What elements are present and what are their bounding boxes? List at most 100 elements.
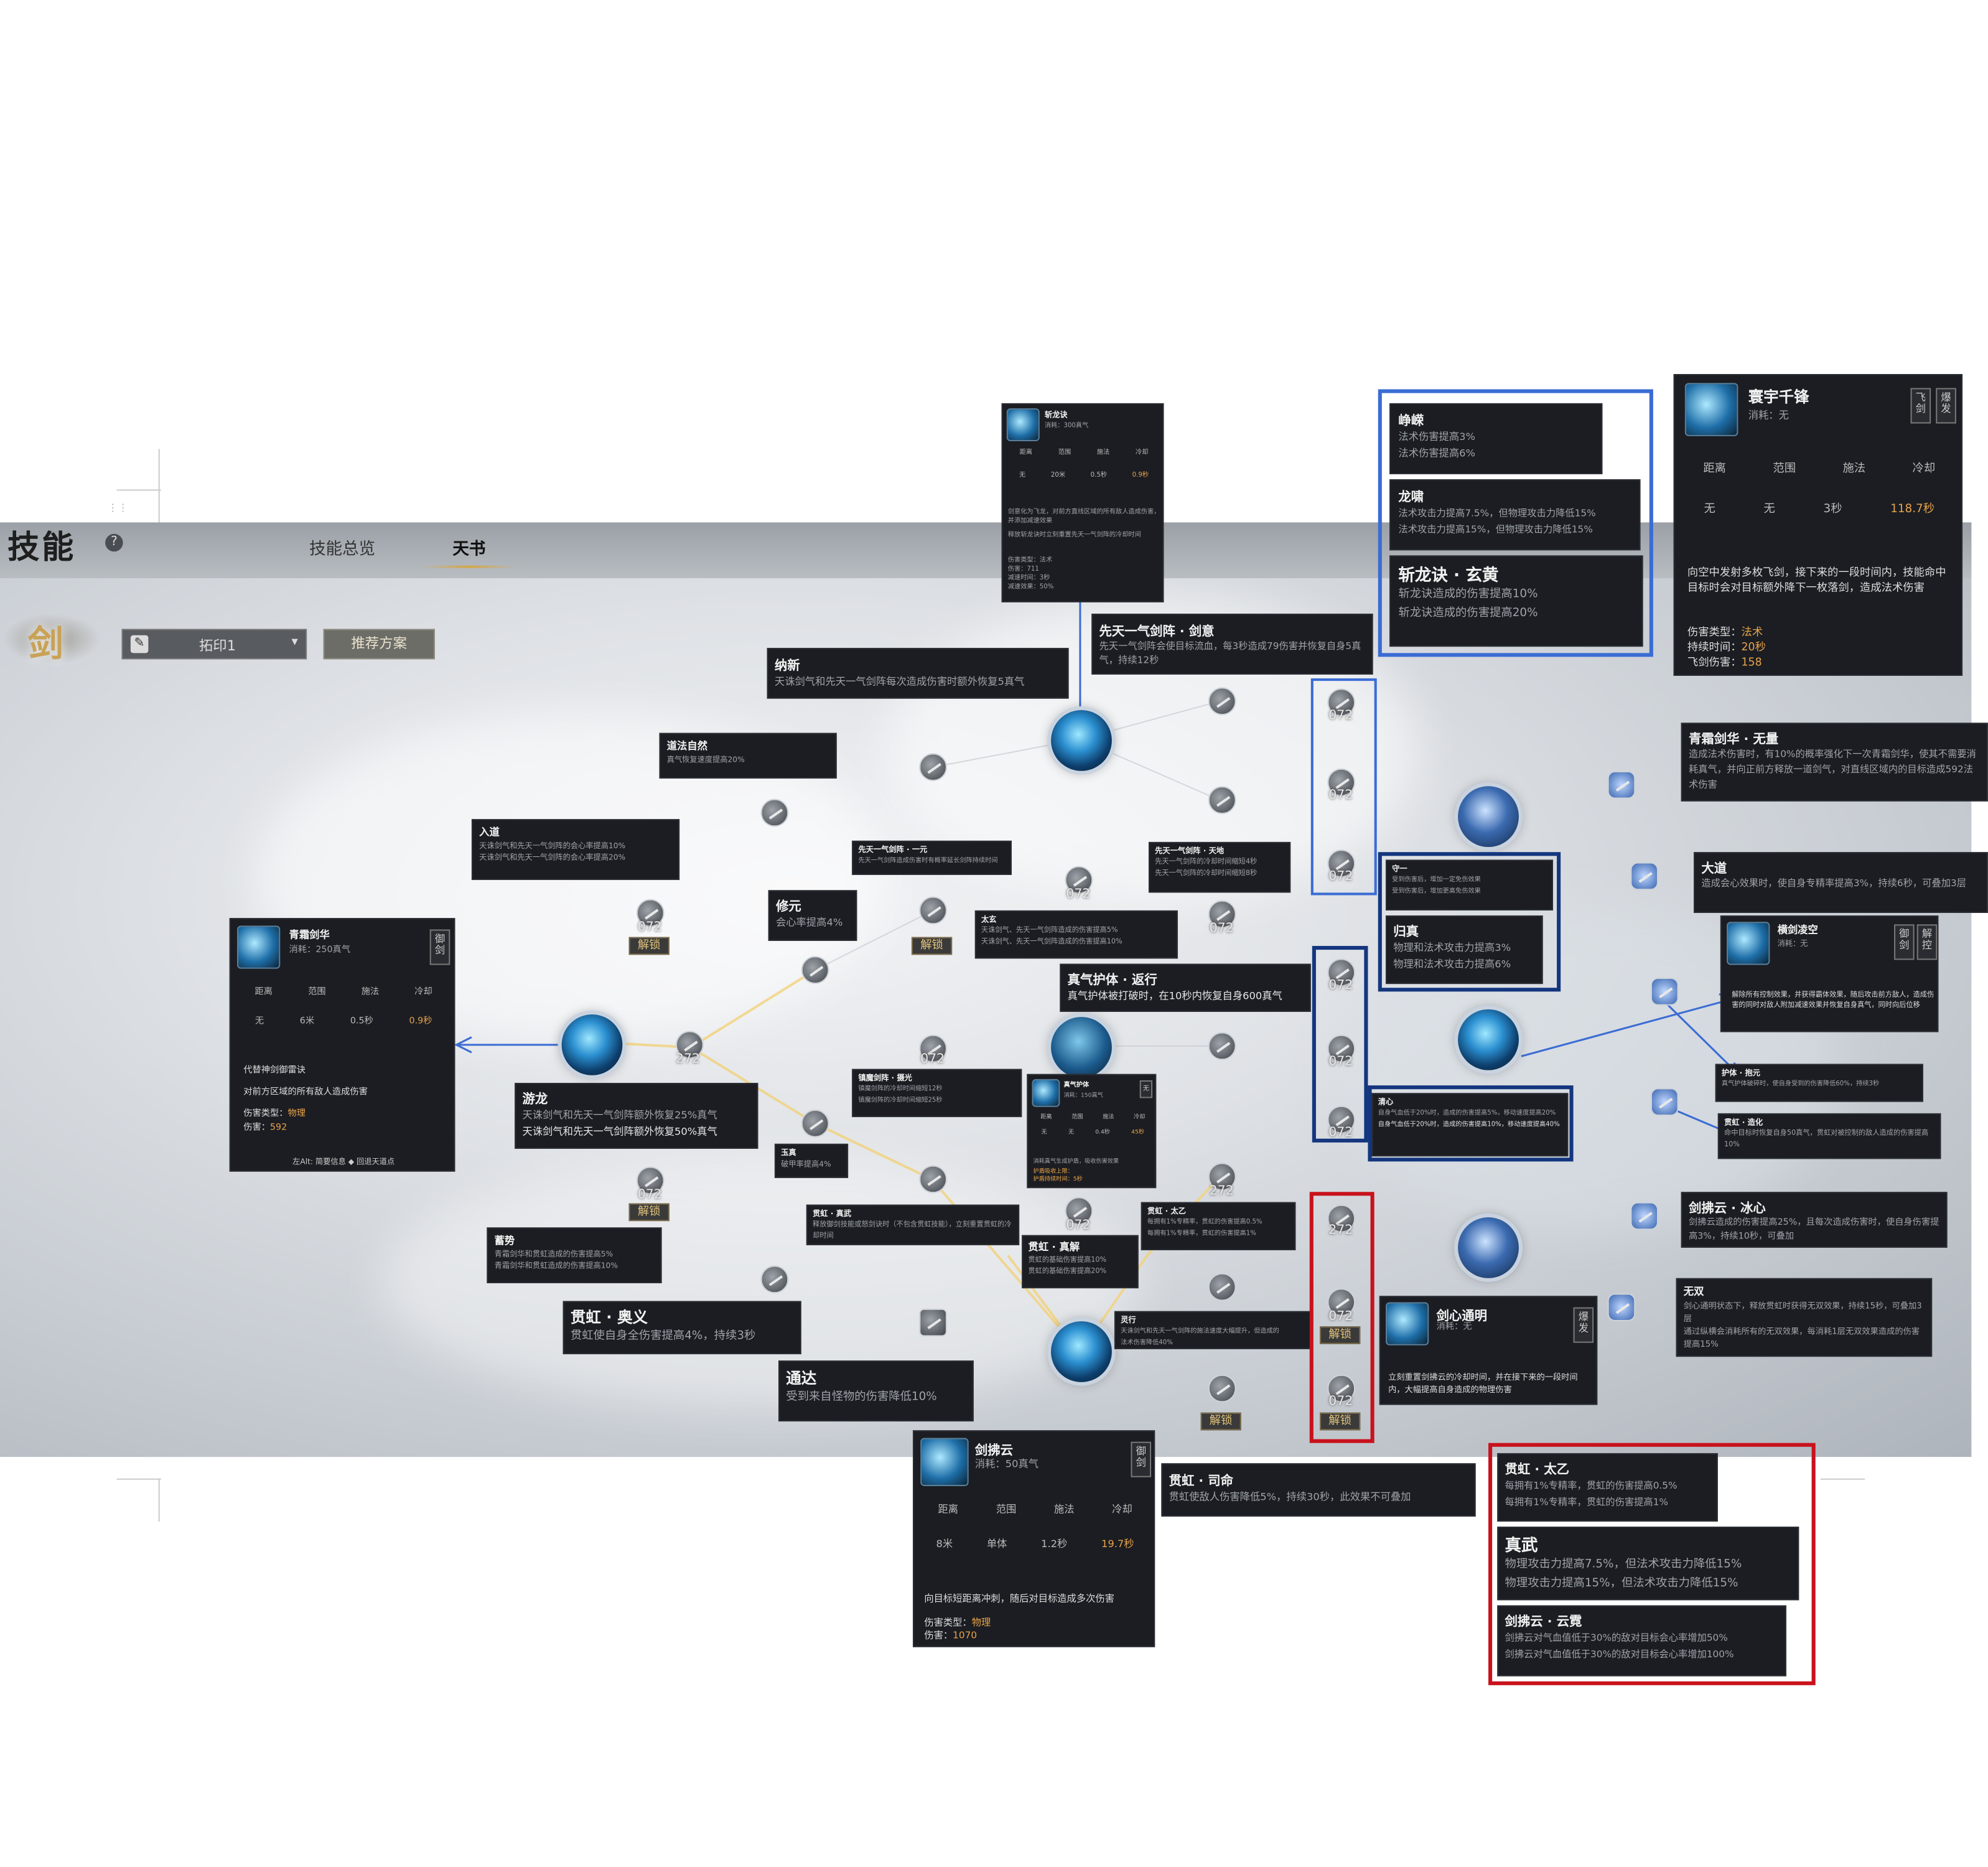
level-label: 072 xyxy=(1066,1219,1091,1233)
talent-node[interactable] xyxy=(636,899,665,927)
talent-node-blue[interactable] xyxy=(1630,1202,1659,1230)
unlock-button[interactable]: 解锁 xyxy=(1320,1326,1361,1344)
level-label: 072 xyxy=(1328,1395,1353,1409)
talent-node-blue[interactable] xyxy=(1607,770,1636,799)
recommend-plan-button[interactable]: 推荐方案 xyxy=(323,629,435,660)
talent-node[interactable] xyxy=(1327,688,1356,717)
school-emblem-bg xyxy=(2,614,102,665)
talent-node-blue[interactable] xyxy=(1650,977,1679,1006)
talent-card-zhenying: 镇魔剑阵 · 摄光 镇魔剑阵的冷却时间缩短12秒 镇魔剑阵的冷却时间缩短25秒 xyxy=(852,1069,1022,1118)
skill-node-huanyu[interactable] xyxy=(1458,786,1519,848)
talent-node[interactable] xyxy=(1208,1163,1236,1191)
highlight-frame-blue xyxy=(1378,389,1653,657)
talent-card-guanhong-taiyi: 贯虹 · 太乙 每拥有1%专精率，贯虹的伤害提高0.5% 每拥有1%专精率，贯虹… xyxy=(1141,1202,1296,1250)
talent-card-yuzhen: 玉真 破甲率提高4% xyxy=(774,1143,849,1178)
skill-node-guanhong[interactable] xyxy=(1051,1321,1112,1382)
talent-card-hujian: 护体 · 抱元 真气护体破碎时，使自身受到的伤害降低60%，持续3秒 xyxy=(1715,1064,1923,1102)
talent-card-guanhong-zhenwu: 贯虹 · 真武 释放御剑技能或怒剑诀时（不包含贯虹技能），立刻重置贯虹的冷却时间 xyxy=(806,1204,1020,1245)
talent-node[interactable] xyxy=(1208,1032,1236,1060)
talent-card-taixuan: 太玄 天诛剑气、先天一气剑阵造成的伤害提高5% 天诛剑气、先天一气剑阵造成的伤害… xyxy=(974,910,1178,959)
talent-card-jianfu-bingxin: 剑拂云 · 冰心 剑拂云造成的伤害提高25%，且每次造成伤害时，使自身伤害提高3… xyxy=(1681,1192,1948,1248)
talent-card-daofa: 道法自然 真气恢复速度提高20% xyxy=(659,732,837,779)
zhanlong-icon xyxy=(1006,408,1040,442)
talent-node[interactable] xyxy=(1327,1374,1356,1403)
talent-node[interactable] xyxy=(675,1031,704,1059)
talent-card-xushi: 蓄势 青霜剑华和贯虹造成的伤害提高5% 青霜剑华和贯虹造成的伤害提高10% xyxy=(487,1227,662,1283)
talent-card-guanhong-siming: 贯虹 · 司命 贯虹使敌人伤害降低5%，持续30秒，此效果不可叠加 xyxy=(1161,1463,1476,1517)
talent-node[interactable] xyxy=(1327,849,1356,877)
talent-node[interactable] xyxy=(919,1034,948,1063)
talent-card-shouyi: 守一 受到伤害后，增加一定免伤效果 受到伤害后，增加更高免伤效果 xyxy=(1385,859,1553,910)
talent-card-xiuyuan: 修元 会心率提高4% xyxy=(768,890,857,941)
talent-node[interactable] xyxy=(1327,1204,1356,1233)
level-label: 072 xyxy=(1209,922,1234,936)
talent-node[interactable] xyxy=(1065,1197,1093,1225)
skill-node-jianxin[interactable] xyxy=(1458,1217,1519,1278)
talent-card-zhenqi-fanxing: 真气护体 · 返行 真气护体被打破时，在10秒内恢复自身600真气 xyxy=(1060,963,1311,1012)
talent-node[interactable] xyxy=(1065,866,1093,894)
talent-node[interactable] xyxy=(1327,958,1356,987)
skill-node-hengjian[interactable] xyxy=(1458,1009,1519,1070)
talent-node[interactable] xyxy=(636,1166,665,1195)
tab-skill-overview[interactable]: 技能总览 xyxy=(309,540,376,559)
crop-mark xyxy=(158,1478,160,1522)
huanyu-icon xyxy=(1684,383,1738,436)
skill-node-zhenqi[interactable] xyxy=(1051,1017,1112,1078)
crop-mark xyxy=(1820,1478,1865,1480)
crop-mark xyxy=(116,489,161,491)
talent-node[interactable] xyxy=(919,753,948,782)
highlight-frame-navy-column xyxy=(1312,945,1368,1143)
crop-mark xyxy=(158,449,160,523)
talent-node[interactable] xyxy=(1208,687,1236,716)
highlight-frame-blue-column xyxy=(1310,678,1377,896)
talent-node[interactable] xyxy=(1208,786,1236,815)
talent-card-tongda: 通达 受到来自怪物的伤害降低10% xyxy=(778,1360,974,1422)
talent-node[interactable] xyxy=(919,896,948,925)
hengjian-icon xyxy=(1727,922,1770,965)
highlight-frame-red-column xyxy=(1309,1192,1374,1443)
talent-node[interactable] xyxy=(1327,1034,1356,1063)
tab-tianshu[interactable]: 天书 xyxy=(452,540,486,559)
help-icon[interactable]: ? xyxy=(105,533,123,552)
talent-node[interactable] xyxy=(919,1165,948,1194)
talent-node[interactable] xyxy=(1327,1105,1356,1134)
unlock-button[interactable]: 解锁 xyxy=(628,937,670,955)
skill-card-jianxin: 剑心通明 消耗：无 爆发 立刻重置剑拂云的冷却时间，并在接下来的一段时间内，大幅… xyxy=(1379,1296,1598,1405)
level-label: 072 xyxy=(1328,1126,1353,1140)
talent-node-blue[interactable] xyxy=(1630,862,1659,891)
talent-card-zhanlong-xuanhuang: 斩龙诀 · 玄黄 斩龙诀造成的伤害提高10% 斩龙诀造成的伤害提高20% xyxy=(1389,555,1643,647)
talent-card-naxin: 纳新 天诛剑气和先天一气剑阵每次造成伤害时额外恢复5真气 xyxy=(767,648,1069,699)
talent-node-shield[interactable] xyxy=(919,1308,948,1337)
talent-node[interactable] xyxy=(1208,1273,1236,1301)
unlock-button[interactable]: 解锁 xyxy=(628,1203,670,1222)
talent-node[interactable] xyxy=(1208,1374,1236,1403)
talent-node[interactable] xyxy=(801,1109,829,1138)
edit-icon[interactable]: ✎ xyxy=(130,635,149,653)
talent-node[interactable] xyxy=(1327,768,1356,797)
plan-select-value: 拓印1 xyxy=(198,637,236,655)
skill-node-qingshuang[interactable] xyxy=(561,1014,623,1075)
talent-card-jianfu-yunjing: 剑拂云 · 云霓 剑拂云对气血值低于30%的敌对目标会心率增加50% 剑拂云对气… xyxy=(1497,1605,1786,1677)
talent-node[interactable] xyxy=(801,956,829,985)
unlock-button[interactable]: 解锁 xyxy=(1200,1412,1241,1431)
talent-card-guanhong-taiyi-b: 贯虹 · 太乙 每拥有1%专精率，贯虹的伤害提高0.5% 每拥有1%专精率，贯虹… xyxy=(1497,1453,1718,1522)
qingshuang-icon xyxy=(237,925,281,969)
school-label: 剑 xyxy=(27,622,63,665)
talent-node-blue[interactable] xyxy=(1650,1088,1679,1116)
plan-select[interactable]: ✎ 拓印1 ▾ xyxy=(121,629,307,660)
talent-card-wushuang: 无双 剑心通明状态下，释放贯虹时获得无双效果，持续15秒，可叠加3层 通过纵横会… xyxy=(1676,1278,1933,1357)
unlock-button[interactable]: 解锁 xyxy=(1320,1412,1361,1431)
unlock-button[interactable]: 解锁 xyxy=(911,937,953,955)
talent-card-zhenwu: 真武 物理攻击力提高7.5%，但法术攻击力降低15% 物理攻击力提高15%，但法… xyxy=(1497,1527,1799,1601)
talent-node[interactable] xyxy=(760,1265,789,1294)
level-label: 072 xyxy=(1328,978,1353,993)
talent-node[interactable] xyxy=(1208,900,1236,929)
talent-node-blue[interactable] xyxy=(1607,1293,1636,1322)
talent-node[interactable] xyxy=(760,798,789,827)
skill-node-zhanlong[interactable] xyxy=(1051,710,1112,771)
level-label: 072 xyxy=(1328,708,1353,723)
talent-node[interactable] xyxy=(1327,1288,1356,1316)
